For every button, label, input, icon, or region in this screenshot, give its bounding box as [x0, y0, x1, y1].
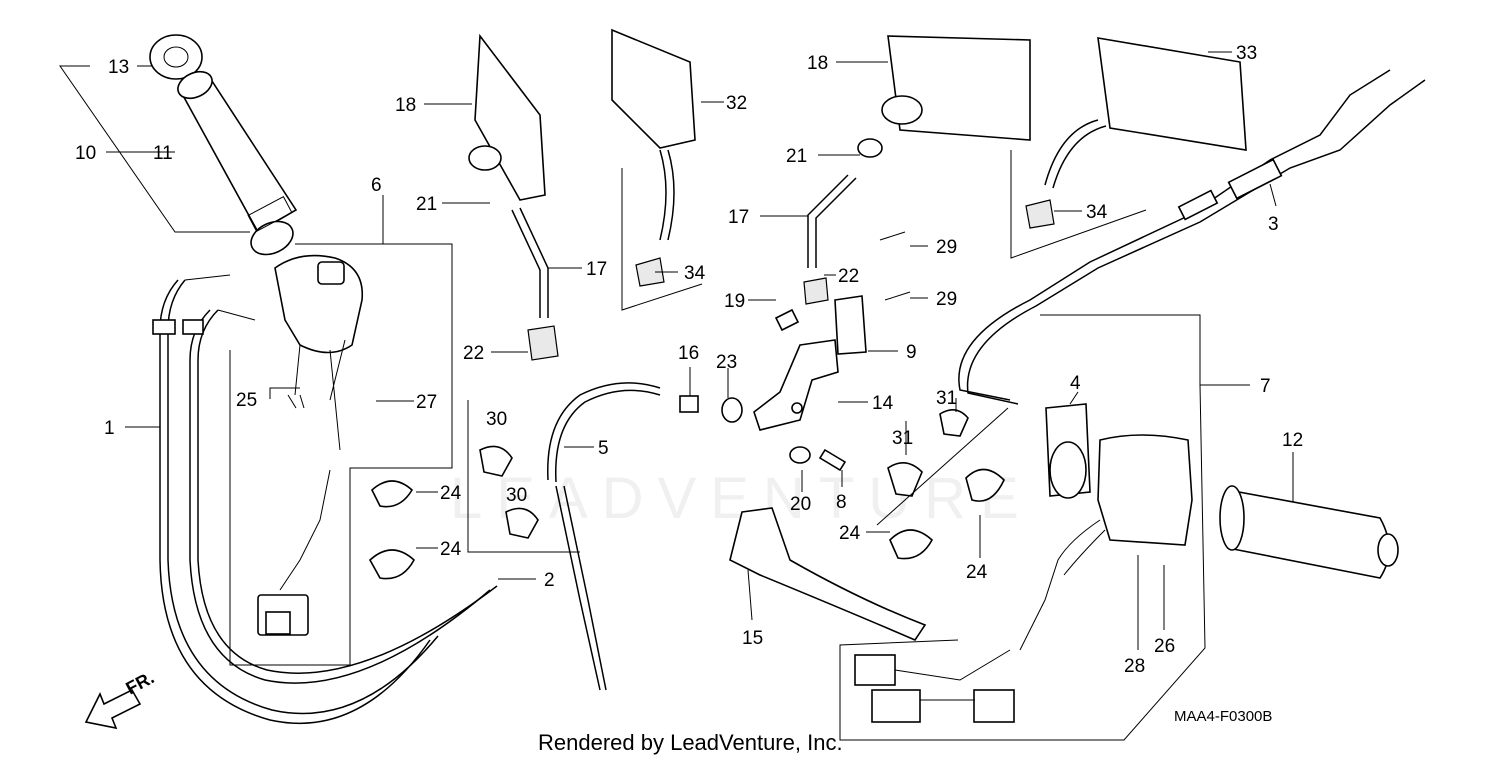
- group-brackets: [59, 65, 1250, 741]
- leader-lines: [106, 51, 1294, 650]
- callout-14: 14: [872, 393, 894, 414]
- callout-6: 6: [371, 175, 382, 196]
- callout-33: 33: [1236, 43, 1257, 64]
- callout-31-right: 31: [936, 388, 957, 409]
- callout-18-center: 18: [807, 53, 828, 74]
- right-switch-housing: [854, 403, 1193, 723]
- footer-credit: Rendered by LeadVenture, Inc.: [538, 730, 843, 755]
- callout-17-center: 17: [728, 207, 749, 228]
- lever-bracket: [753, 295, 867, 431]
- callout-30-lower: 30: [506, 485, 527, 506]
- mirror-left: [468, 33, 549, 318]
- grip-right: [1219, 485, 1399, 579]
- drawing-code: MAA4-F0300B: [1174, 708, 1272, 725]
- watermark: LEADVENTURE: [450, 466, 1033, 531]
- callout-8: 8: [836, 492, 847, 513]
- callout-22-center: 22: [838, 266, 859, 287]
- callout-31-left: 31: [892, 428, 913, 449]
- throttle-cables: [152, 274, 498, 724]
- callout-7: 7: [1260, 376, 1271, 397]
- callout-11: 11: [153, 143, 173, 164]
- clutch-cable-5: [547, 382, 661, 691]
- callout-26: 26: [1154, 636, 1175, 657]
- grip-left: [149, 34, 298, 256]
- callout-29-a: 29: [936, 237, 957, 258]
- callout-24-d: 24: [966, 562, 988, 583]
- callout-12: 12: [1282, 430, 1303, 451]
- clutch-lever: [729, 507, 927, 641]
- callout-25: 25: [236, 390, 257, 411]
- callout-21-left: 21: [416, 194, 437, 215]
- callout-4: 4: [1070, 373, 1081, 394]
- callout-19: 19: [724, 291, 745, 312]
- left-switch-housing: [257, 254, 364, 636]
- callout-24-a: 24: [440, 483, 462, 504]
- callout-1: 1: [104, 418, 115, 439]
- callout-16: 16: [678, 343, 699, 364]
- callout-23: 23: [716, 352, 737, 373]
- callout-28: 28: [1124, 656, 1145, 677]
- callout-2: 2: [544, 570, 555, 591]
- callout-21-center: 21: [786, 146, 807, 167]
- callout-22-left: 22: [463, 343, 484, 364]
- callout-27: 27: [416, 392, 437, 413]
- callout-15: 15: [742, 628, 763, 649]
- callout-5: 5: [598, 438, 609, 459]
- callout-17-left: 17: [586, 259, 607, 280]
- small-fasteners: [527, 231, 911, 472]
- mirror-right-32: [611, 28, 696, 287]
- callout-13: 13: [108, 57, 129, 78]
- callout-20: 20: [790, 494, 811, 515]
- mirror-center-18: [807, 35, 1031, 268]
- callout-34-right: 34: [1086, 202, 1108, 223]
- callout-24-c: 24: [839, 523, 861, 544]
- callout-24-b: 24: [440, 539, 462, 560]
- callout-10: 10: [75, 143, 96, 164]
- callout-labels: 13 10 11 6 18 32 21 17 22 1 25 27 2 5 30…: [75, 43, 1303, 677]
- clamps: [368, 409, 1005, 580]
- callout-30-upper: 30: [486, 409, 507, 430]
- callout-29-b: 29: [936, 289, 957, 310]
- callout-32: 32: [726, 93, 747, 114]
- callout-18-left: 18: [395, 95, 416, 116]
- callout-34-left: 34: [684, 263, 706, 284]
- front-direction-arrow: FR.: [84, 667, 157, 730]
- callout-3: 3: [1268, 214, 1279, 235]
- mirror-right-33: [1025, 37, 1247, 229]
- callout-9: 9: [906, 342, 917, 363]
- throttle-cable-3: [958, 69, 1426, 405]
